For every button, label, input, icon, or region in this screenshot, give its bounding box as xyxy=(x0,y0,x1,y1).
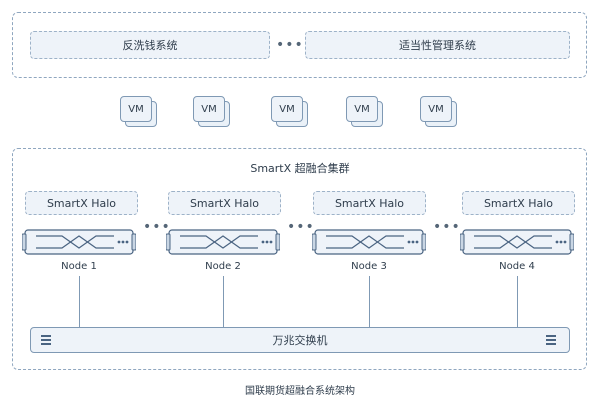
server-icon xyxy=(166,229,280,255)
suitability-management-system: 适当性管理系统 xyxy=(305,31,570,59)
vm-label: VM xyxy=(346,96,378,122)
halo-box-node-3: SmartX Halo xyxy=(313,191,426,215)
node-label-1: Node 1 xyxy=(61,261,97,272)
switch-label: 万兆交换机 xyxy=(272,334,328,347)
node-3-uplink xyxy=(369,276,370,328)
node-ellipsis-2: ••• xyxy=(287,219,315,235)
cluster-title: SmartX 超融合集群 xyxy=(250,162,350,175)
node-ellipsis-1: ••• xyxy=(143,219,171,235)
node-ellipsis-3: ••• xyxy=(433,219,461,235)
node-2-uplink xyxy=(223,276,224,328)
top-ellipsis: ••• xyxy=(276,37,304,53)
vm-3: VM xyxy=(271,96,309,127)
node-label-2: Node 2 xyxy=(205,261,241,272)
server-icon xyxy=(22,229,136,255)
ten-gigabit-switch: 万兆交换机 xyxy=(30,327,570,353)
vm-2: VM xyxy=(193,96,231,127)
server-icon xyxy=(460,229,574,255)
anti-money-laundering-system: 反洗钱系统 xyxy=(30,31,270,59)
server-icon xyxy=(312,229,426,255)
node-1-uplink xyxy=(79,276,80,328)
node-label-4: Node 4 xyxy=(499,261,535,272)
vm-label: VM xyxy=(271,96,303,122)
halo-box-node-4: SmartX Halo xyxy=(462,191,575,215)
vm-5: VM xyxy=(420,96,458,127)
switch-port-icon xyxy=(41,335,51,345)
vm-label: VM xyxy=(120,96,152,122)
switch-port-icon xyxy=(546,335,556,345)
vm-1: VM xyxy=(120,96,158,127)
vm-label: VM xyxy=(420,96,452,122)
vm-label: VM xyxy=(193,96,225,122)
halo-box-node-2: SmartX Halo xyxy=(168,191,281,215)
hyperconverged-cluster xyxy=(12,148,587,370)
diagram-caption: 国联期货超融合系统架构 xyxy=(245,386,355,397)
halo-box-node-1: SmartX Halo xyxy=(25,191,138,215)
vm-4: VM xyxy=(346,96,384,127)
application-layer xyxy=(12,12,587,78)
node-label-3: Node 3 xyxy=(351,261,387,272)
node-4-uplink xyxy=(517,276,518,328)
